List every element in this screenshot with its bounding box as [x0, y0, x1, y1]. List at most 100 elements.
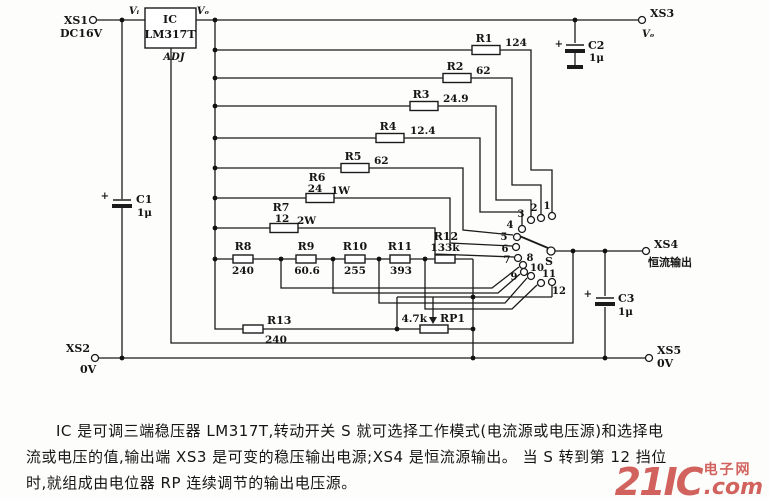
- resistor-r4: R4 12.4: [375, 120, 436, 144]
- switch-contact-6-label: 6: [502, 244, 509, 255]
- caption-line-2: 流或电压的值,输出端 XS3 是可变的稳压输出电源;XS4 是恒流源输出。 当 …: [26, 448, 667, 466]
- resistor-r11-ref: R11: [388, 240, 412, 253]
- capacitor-c1: + C1 1μ: [101, 191, 153, 219]
- resistor-r7-power: 2W: [297, 215, 316, 227]
- resistor-r6-value: 24: [308, 183, 323, 195]
- terminal-xs2-label: XS2: [66, 342, 90, 355]
- resistor-r6-power: 1W: [331, 185, 350, 197]
- switch-contact-3: [526, 215, 536, 225]
- resistor-r7-ref: R7: [273, 201, 290, 214]
- resistor-r6: R6 24 1W: [305, 171, 350, 204]
- switch-contact-8: [518, 260, 528, 270]
- switch-contact-9-label: 9: [511, 272, 518, 283]
- switch-contact-11-label: 11: [542, 269, 556, 280]
- ic-pin-vout-label: Vₒ: [197, 6, 210, 17]
- terminal-xs2-value: 0V: [80, 363, 97, 376]
- switch-contact-5: [512, 232, 522, 242]
- switch-contact-1-label: 1: [544, 201, 551, 212]
- resistor-r12: R12 133k: [430, 230, 460, 264]
- switch-contact-3-label: 3: [518, 209, 525, 220]
- c3-value: 1μ: [618, 306, 633, 318]
- junction-dots: [119, 17, 608, 361]
- resistor-r5-ref: R5: [345, 150, 362, 163]
- resistor-r2-value: 62: [476, 65, 491, 77]
- ic-lm317t: IC LM317T Vᵢ Vₒ ADJ: [129, 6, 210, 63]
- switch-contact-1: [547, 211, 557, 221]
- rotary-switch: S 1 2 3 4 5 6 7 8 9 10 11 12: [501, 201, 566, 297]
- resistor-r3: R3 24.9: [409, 88, 469, 112]
- terminal-xs5-value: 0V: [657, 357, 674, 370]
- resistor-r13: R13 240: [242, 314, 291, 346]
- terminal-xs1: XS1 DC16V: [60, 14, 103, 40]
- ic-ref: IC: [163, 13, 177, 26]
- resistor-r5: R5 62: [340, 150, 389, 174]
- terminal-xs1-value: DC16V: [60, 27, 103, 40]
- terminal-xs4: XS4 恒流输出: [641, 238, 692, 269]
- switch-contact-8-label: 8: [527, 253, 534, 264]
- switch-contact-2: [536, 213, 546, 223]
- switch-contact-7: [513, 253, 523, 263]
- switch-wiper-arm: [516, 234, 549, 249]
- switch-contact-12: [547, 277, 557, 287]
- resistor-r10: R10 255: [343, 240, 368, 277]
- switch-contact-4-label: 4: [507, 220, 514, 231]
- caption: IC 是可调三端稳压器 LM317T,转动开关 S 就可选择工作模式(电流源或电…: [0, 418, 769, 496]
- ic-pin-vin-label: Vᵢ: [129, 6, 140, 17]
- switch-contact-9: [519, 267, 529, 277]
- switch-contact-11: [536, 278, 546, 288]
- terminal-xs4-value: 恒流输出: [648, 255, 692, 269]
- resistor-r12-ref: R12: [434, 230, 458, 243]
- resistor-r9: R9 60.6: [294, 240, 320, 277]
- switch-contact-10: [526, 271, 536, 281]
- switch-contact-5-label: 5: [501, 232, 508, 243]
- switch-contact-6: [511, 242, 521, 252]
- resistor-r11-value: 393: [390, 265, 412, 277]
- terminal-xs5-label: XS5: [657, 344, 681, 357]
- terminal-xs1-label: XS1: [64, 14, 88, 27]
- resistor-r10-value: 255: [344, 265, 366, 277]
- resistor-r13-ref: R13: [267, 314, 291, 327]
- resistor-r9-ref: R9: [298, 240, 315, 253]
- c1-polarity: +: [101, 191, 109, 202]
- resistor-r2: R2 62: [442, 60, 491, 84]
- c1-value: 1μ: [137, 207, 152, 219]
- caption-line-3: 时,就组成由电位器 RP 连续调节的输出电压源。: [26, 474, 357, 492]
- resistor-r8: R8 240: [232, 240, 254, 277]
- c1-ref: C1: [136, 193, 152, 206]
- terminal-xs4-label: XS4: [654, 238, 678, 251]
- resistor-r1-value: 124: [505, 37, 527, 49]
- c2-ref: C2: [588, 39, 604, 52]
- resistor-r11: R11 393: [388, 240, 412, 277]
- resistor-r9-value: 60.6: [294, 265, 320, 277]
- terminal-xs2: XS2 0V: [66, 342, 100, 376]
- c3-ref: C3: [618, 292, 634, 305]
- switch-contact-4: [517, 224, 527, 234]
- ic-part-number: LM317T: [144, 28, 196, 41]
- terminal-xs3-label: XS3: [650, 7, 674, 20]
- wires: [96, 19, 646, 359]
- resistor-r7: R7 12 2W: [269, 201, 316, 234]
- terminal-xs3: XS3 Vₒ: [637, 7, 674, 40]
- switch-contact-10-label: 10: [530, 263, 544, 274]
- switch-contact-7-label: 7: [504, 255, 511, 266]
- rp1-value: 4.7k: [401, 313, 427, 325]
- rp1-ref: RP1: [440, 312, 465, 325]
- resistor-r8-ref: R8: [235, 240, 252, 253]
- resistor-r5-value: 62: [374, 155, 389, 167]
- resistor-r3-value: 24.9: [443, 93, 469, 105]
- resistor-r1: R1 124: [471, 32, 527, 56]
- terminal-xs3-value: Vₒ: [642, 29, 655, 40]
- capacitor-c2: + C2 1μ: [555, 39, 604, 69]
- c3-polarity: +: [584, 289, 592, 300]
- switch-contact-2-label: 2: [531, 203, 538, 214]
- c2-value: 1μ: [589, 52, 604, 64]
- resistor-r4-ref: R4: [380, 120, 397, 133]
- terminal-xs5: XS5 0V: [644, 344, 681, 370]
- resistor-r6-ref: R6: [309, 171, 326, 184]
- resistor-r4-value: 12.4: [410, 125, 436, 137]
- capacitor-c3: + C3 1μ: [584, 289, 635, 318]
- resistor-r3-ref: R3: [413, 88, 430, 101]
- caption-line-1: IC 是可调三端稳压器 LM317T,转动开关 S 就可选择工作模式(电流源或电…: [56, 422, 664, 440]
- resistor-r7-value: 12: [275, 213, 290, 225]
